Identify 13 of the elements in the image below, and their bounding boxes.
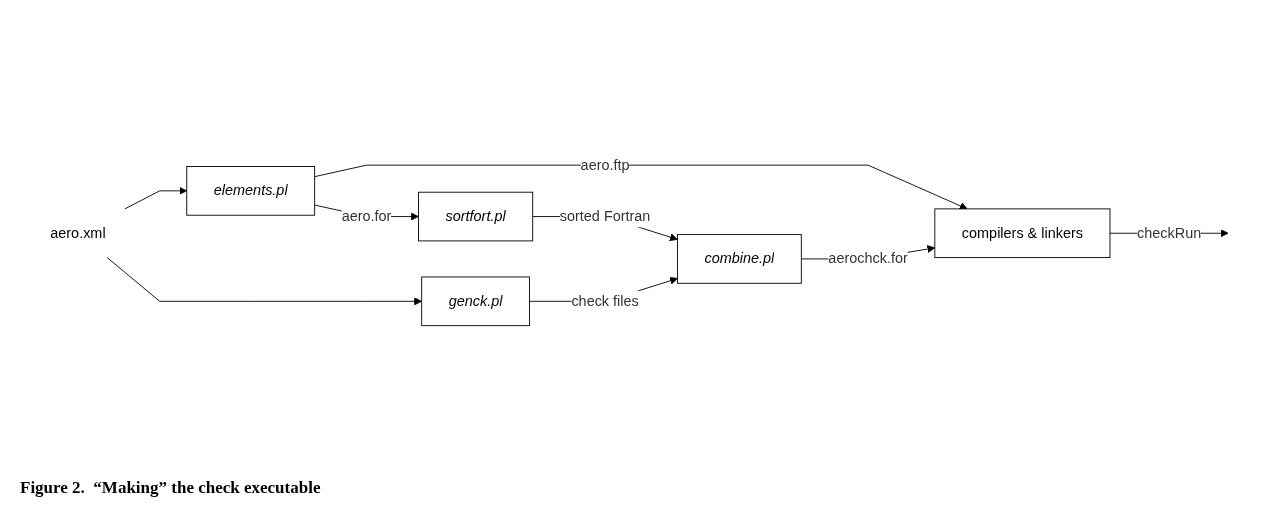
node-box: combine.pl [676, 234, 802, 284]
node-box: sortfort.pl [418, 191, 534, 242]
edge-label: check files [571, 293, 639, 309]
figure-caption: Figure 2. “Making” the check executable [20, 478, 321, 498]
node-box: elements.pl [186, 166, 316, 216]
edge-label: aero.ftp [580, 157, 630, 173]
edge-label: checkRun [1137, 225, 1202, 241]
edge-label: sorted Fortran [559, 208, 651, 224]
node-text: aero.xml [50, 225, 106, 241]
node-box: genck.pl [421, 276, 530, 327]
edge-label: aero.for [341, 208, 392, 224]
node-box: compilers & linkers [934, 208, 1111, 259]
edge-label: aerochck.for [828, 250, 908, 267]
